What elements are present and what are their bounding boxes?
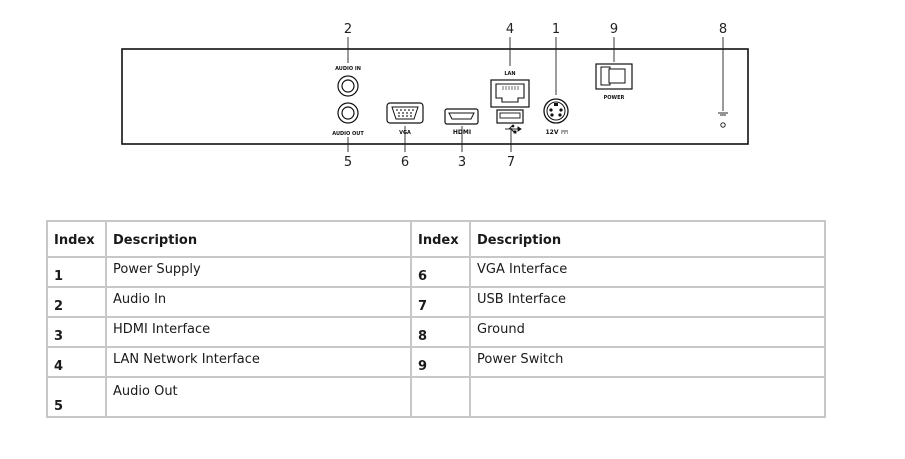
vga-port: [386, 102, 424, 124]
table-row: 4 LAN Network Interface 9 Power Switch: [46, 346, 826, 378]
row-index-right: 6: [410, 256, 471, 288]
callout-audio-out: 5: [344, 155, 352, 170]
row-description-right: Ground: [469, 316, 826, 348]
lan-port: [490, 79, 530, 108]
power-label: POWER: [604, 95, 625, 101]
row-index-left: 3: [46, 316, 107, 348]
row-index-left: 4: [46, 346, 107, 378]
table-row: 2 Audio In 7 USB Interface: [46, 286, 826, 318]
device-rear-panel: [121, 48, 749, 145]
vga-label: VGA: [399, 130, 411, 136]
callout-hdmi: 3: [458, 155, 466, 170]
callout-lan: 4: [506, 22, 514, 37]
row-description-right: [469, 376, 826, 418]
rear-panel-diagram: 2 4 1 9 8 5 6 3 7 AUDIO IN AUDIO OUT: [121, 22, 749, 170]
audio-out-jack: [337, 102, 359, 124]
row-description-right: USB Interface: [469, 286, 826, 318]
power-switch: [595, 63, 633, 90]
row-description-left: LAN Network Interface: [105, 346, 412, 378]
audio-out-label: AUDIO OUT: [332, 131, 364, 137]
callout-ground: 8: [719, 22, 727, 37]
hdmi-label: HDMI: [453, 129, 471, 136]
leader-lines: [347, 37, 724, 152]
header-index-right: Index: [410, 220, 471, 258]
callout-usb: 7: [507, 155, 515, 170]
usb-icon: [505, 124, 522, 134]
row-index-left: 1: [46, 256, 107, 288]
header-description-left: Description: [105, 220, 412, 258]
table-header-row: Index Description Index Description: [46, 220, 826, 258]
row-index-left: 2: [46, 286, 107, 318]
row-index-right: 9: [410, 346, 471, 378]
ground-icon: [718, 112, 728, 128]
row-description-right: VGA Interface: [469, 256, 826, 288]
row-index-left: 5: [46, 376, 107, 418]
audio-in-label: AUDIO IN: [335, 66, 361, 72]
table-row: 3 HDMI Interface 8 Ground: [46, 316, 826, 348]
row-index-right: 7: [410, 286, 471, 318]
callout-power-supply: 1: [552, 22, 560, 37]
header-index-left: Index: [46, 220, 107, 258]
row-description-left: Audio Out: [105, 376, 412, 418]
lan-label: LAN: [504, 71, 515, 77]
hdmi-port: [444, 108, 479, 125]
port-legend-table: Index Description Index Description 1 Po…: [46, 220, 826, 418]
callout-power-switch: 9: [610, 22, 618, 37]
row-description-right: Power Switch: [469, 346, 826, 378]
row-description-left: HDMI Interface: [105, 316, 412, 348]
table-row: 5 Audio Out: [46, 376, 826, 418]
row-index-right: 8: [410, 316, 471, 348]
audio-in-jack: [337, 75, 359, 97]
usb-port: [496, 109, 524, 124]
row-index-right: [410, 376, 471, 418]
voltage-label: 12V: [546, 129, 559, 136]
callout-vga: 6: [401, 155, 409, 170]
callout-audio-in: 2: [344, 22, 352, 37]
header-description-right: Description: [469, 220, 826, 258]
dc-symbol-icon: [561, 130, 568, 134]
row-description-left: Power Supply: [105, 256, 412, 288]
table-row: 1 Power Supply 6 VGA Interface: [46, 256, 826, 288]
row-description-left: Audio In: [105, 286, 412, 318]
power-supply-connector: [543, 98, 569, 124]
